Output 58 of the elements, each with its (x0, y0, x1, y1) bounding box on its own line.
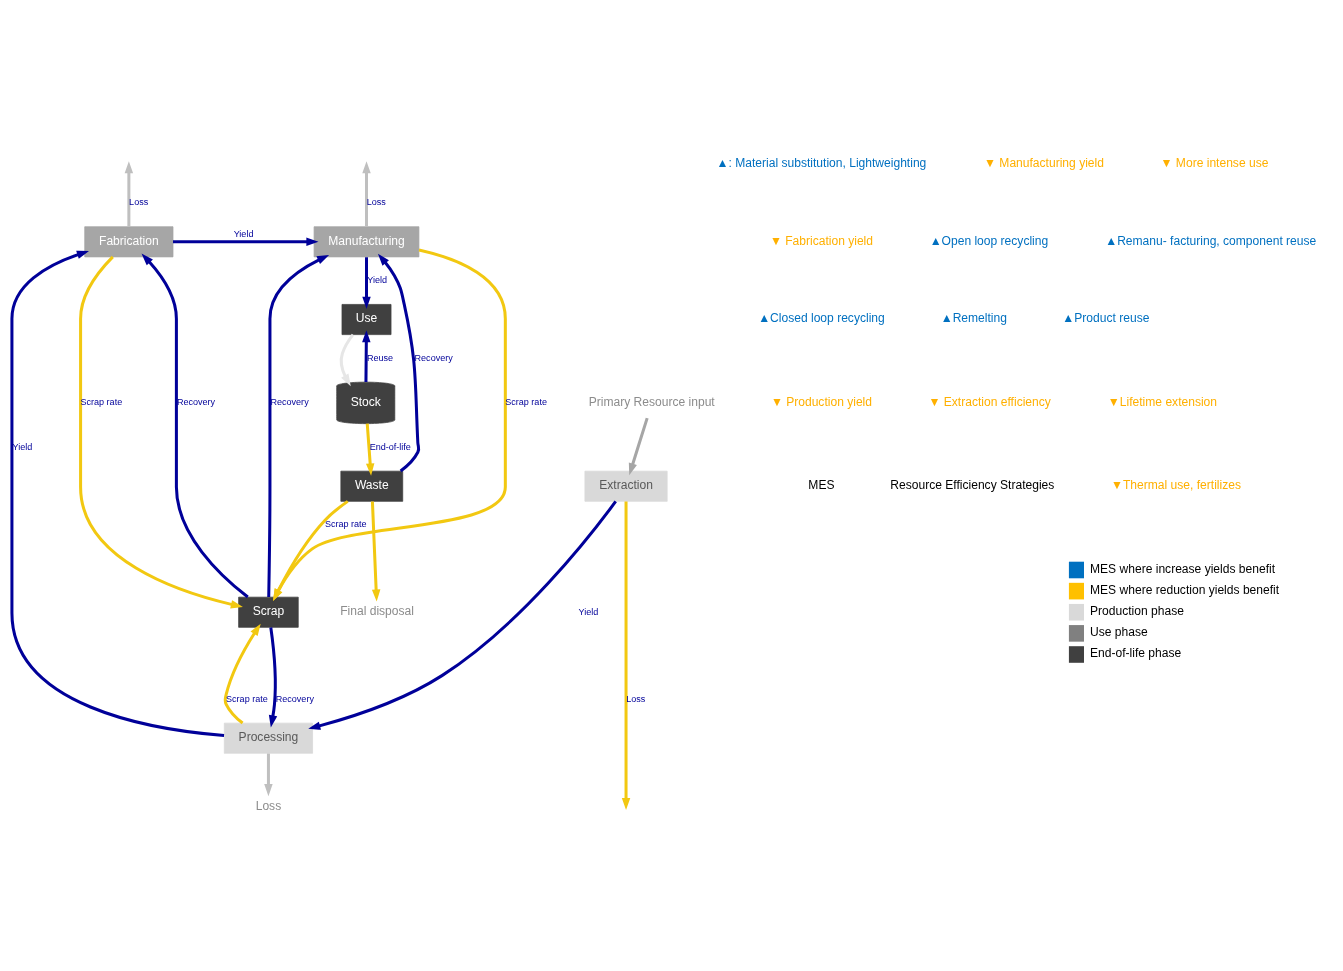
label: ▼ Manufacturing yield (984, 155, 1104, 170)
node-box: Processing (223, 722, 313, 754)
node-text: Primary Resource input (588, 394, 715, 409)
label: ▲Remelting (940, 311, 1007, 326)
edge-label: Loss (129, 197, 149, 208)
edge-label: Loss (366, 197, 386, 208)
edge-label: End-of-life (369, 441, 411, 452)
node-box: Extraction (584, 470, 668, 502)
node-box: Scrap (238, 596, 299, 628)
arrow (264, 753, 273, 797)
arrow (308, 500, 617, 730)
arrow (362, 330, 371, 382)
label: ▲Closed loop recycling (758, 311, 885, 326)
legend-label: Production phase (1090, 604, 1184, 619)
label: ▼Thermal use, fertilizes (1111, 478, 1241, 493)
label: ▲Remanu- facturing, component reuse (1105, 233, 1317, 248)
label: ▼ Production yield (770, 394, 873, 409)
edge-label: Yield (12, 441, 33, 452)
legend-label: MES where reduction yields benefit (1090, 582, 1280, 597)
legend-label: MES where increase yields benefit (1090, 561, 1276, 576)
label: ▲Product reuse (1062, 311, 1150, 326)
edge-label: Yield (233, 228, 254, 239)
edge-label: Recovery (275, 693, 314, 704)
legend-label: End-of-life phase (1090, 646, 1182, 661)
label: ▼ Extraction efficiency (928, 394, 1051, 409)
edge-label: Yield (367, 275, 387, 286)
arrow (339, 333, 355, 387)
arrow (628, 417, 649, 476)
arrow (79, 255, 243, 609)
node-box: Manufacturing (313, 226, 420, 258)
edge-label: Loss (626, 693, 646, 704)
arrow (365, 423, 375, 476)
arrow (370, 501, 381, 602)
node-box: Fabrication (84, 226, 174, 258)
arrow (267, 254, 330, 597)
arrow (173, 237, 319, 247)
label: ▼ More intense use (1160, 155, 1269, 170)
edge-label: Scrap rate (324, 519, 367, 530)
arrow (377, 253, 421, 473)
label: ▲Open loop recycling (929, 233, 1049, 248)
edge-label: Recovery (414, 352, 453, 363)
arrow (10, 250, 225, 738)
arrow (141, 253, 249, 599)
legend-label: Use phase (1090, 625, 1148, 640)
edge-label: Yield (578, 606, 599, 617)
node-text: Loss (255, 798, 282, 813)
node-text: Final disposal (340, 604, 414, 619)
arrow (223, 623, 261, 725)
label: ▼ Fabrication yield (769, 233, 874, 248)
label: ▼Lifetime extension (1107, 394, 1218, 409)
node-box: Waste (340, 470, 404, 502)
arrow (362, 257, 371, 309)
edge-label: Recovery (270, 397, 309, 408)
label: MES (808, 478, 835, 493)
label: ▲: Material substitution, Lightweighting (716, 155, 927, 170)
label: Resource Efficiency Strategies (890, 478, 1055, 493)
node-box: Use (341, 304, 392, 335)
arrow (268, 627, 278, 728)
